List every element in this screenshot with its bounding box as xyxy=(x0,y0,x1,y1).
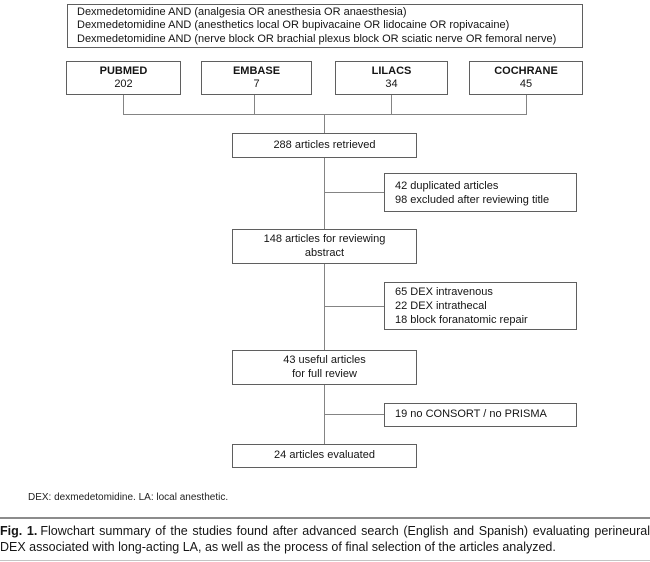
database-count: 45 xyxy=(519,78,533,90)
database-box-cochrane: COCHRANE 45 xyxy=(469,61,583,95)
bottom-rule xyxy=(0,560,650,561)
reviewing-abstract-text: abstract xyxy=(304,246,345,259)
exclusion-line: 42 duplicated articles xyxy=(395,179,499,192)
connector-line xyxy=(324,306,384,307)
search-strategy-line: Dexmedetomidine AND (nerve block OR brac… xyxy=(77,32,557,45)
connector-line xyxy=(391,95,392,114)
articles-evaluated-box: 24 articles evaluated xyxy=(232,444,417,468)
articles-evaluated-text: 24 articles evaluated xyxy=(274,449,375,462)
exclusion-box-abstract-review: 65 DEX intravenous 22 DEX intrathecal 18… xyxy=(384,282,577,330)
database-name: LILACS xyxy=(371,64,412,77)
caption-divider xyxy=(0,517,650,519)
database-box-embase: EMBASE 7 xyxy=(201,61,312,95)
connector-line xyxy=(526,95,527,114)
connector-line xyxy=(324,192,384,193)
connector-line xyxy=(324,114,325,133)
database-count: 34 xyxy=(385,78,398,90)
connector-line xyxy=(254,95,255,114)
connector-line xyxy=(324,158,325,229)
connector-line xyxy=(324,264,325,350)
connector-line xyxy=(123,114,527,115)
full-review-box: 43 useful articles for full review xyxy=(232,350,417,385)
exclusion-line: 22 DEX intrathecal xyxy=(395,300,487,312)
database-count: 7 xyxy=(253,78,260,90)
reviewing-abstract-box: 148 articles for reviewing abstract xyxy=(232,229,417,264)
search-strategy-line: Dexmedetomidine AND (analgesia OR anesth… xyxy=(77,6,407,19)
full-review-text: for full review xyxy=(292,367,357,380)
search-strategy-line: Dexmedetomidine AND (anesthetics local O… xyxy=(77,19,510,32)
database-count: 202 xyxy=(114,78,133,90)
reviewing-abstract-text: 148 articles for reviewing xyxy=(263,233,386,245)
articles-retrieved-box: 288 articles retrieved xyxy=(232,133,417,158)
database-box-pubmed: PUBMED 202 xyxy=(66,61,181,95)
search-strategy-box: Dexmedetomidine AND (analgesia OR anesth… xyxy=(67,4,583,48)
exclusion-line: 18 block foranatomic repair xyxy=(395,314,528,326)
connector-line xyxy=(123,95,124,114)
exclusion-line: 65 DEX intravenous xyxy=(395,286,493,298)
connector-line xyxy=(324,414,384,415)
exclusion-box-full-review: 19 no CONSORT / no PRISMA xyxy=(384,403,577,427)
figure-caption-text: Flowchart summary of the studies found a… xyxy=(0,524,650,554)
database-name: COCHRANE xyxy=(494,64,558,77)
database-name: PUBMED xyxy=(99,64,148,77)
figure-caption: Fig. 1.Flowchart summary of the studies … xyxy=(0,524,650,555)
exclusion-line: 19 no CONSORT / no PRISMA xyxy=(395,408,547,421)
figure-caption-label: Fig. 1. xyxy=(0,524,38,538)
exclusion-box-title-review: 42 duplicated articles 98 excluded after… xyxy=(384,173,577,212)
full-review-text: 43 useful articles xyxy=(283,354,366,366)
exclusion-line: 98 excluded after reviewing title xyxy=(395,193,550,206)
abbreviations-footnote: DEX: dexmedetomidine. LA: local anesthet… xyxy=(28,492,229,503)
database-name: EMBASE xyxy=(232,64,281,77)
articles-retrieved-text: 288 articles retrieved xyxy=(273,138,376,151)
database-box-lilacs: LILACS 34 xyxy=(335,61,448,95)
